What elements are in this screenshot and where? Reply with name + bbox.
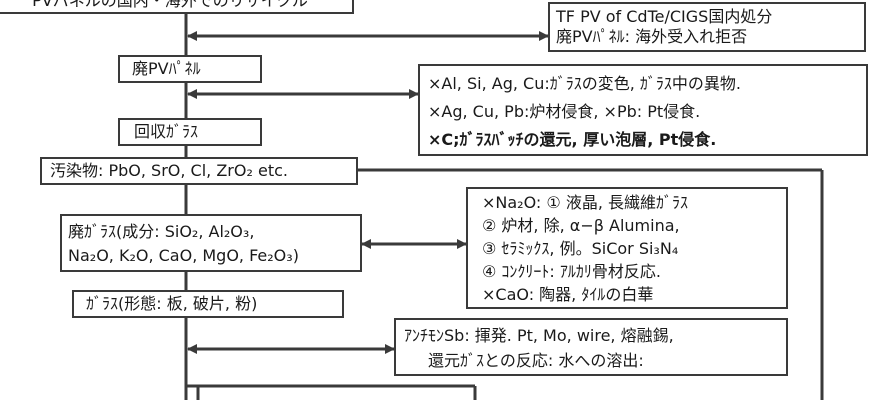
tfpv-box: TF PV of CdTe/CIGS国内処分 廃PVﾊﾟﾈﾙ: 海外受入れ拒否: [548, 2, 866, 52]
impurity-line1: ×Al, Si, Ag, Cu:ｶﾞﾗｽの変色, ｶﾞﾗｽ中の異物.: [428, 74, 741, 93]
na2o-box: ×Na₂O: ① 液晶, 長繊維ｶﾞﾗｽ ② 炉材, 除, α−β Alumin…: [466, 187, 788, 309]
na2o-line3: ③ ｾﾗﾐｯｸｽ, 例。SiCor Si₃N₄: [482, 239, 679, 258]
impurity-line3: ×C;ｶﾞﾗｽﾊﾞｯﾁの還元, 厚い泡層, Pt侵食.: [428, 130, 717, 149]
waste-glass-box: 廃ｶﾞﾗｽ(成分: SiO₂, Al₂O₃, Na₂O, K₂O, CaO, M…: [60, 214, 362, 272]
tfpv-line2: 廃PVﾊﾟﾈﾙ: 海外受入れ拒否: [556, 27, 748, 46]
recovered-glass-text: 回収ｶﾞﾗｽ: [134, 122, 199, 141]
recovered-glass-box: 回収ｶﾞﾗｽ: [118, 118, 262, 146]
na2o-line1: ×Na₂O: ① 液晶, 長繊維ｶﾞﾗｽ: [482, 193, 688, 212]
waste-panel-text: 廃PVﾊﾟﾈﾙ: [132, 59, 201, 78]
top-title-text: PVパネルの国内・海外でのリサイクル: [32, 0, 308, 10]
impurity-line2: ×Ag, Cu, Pb:炉材侵食, ×Pb: Pt侵食.: [428, 102, 701, 121]
contaminants-text: 汚染物: PbO, SrO, Cl, ZrO₂ etc.: [50, 161, 288, 180]
impurity-box: ×Al, Si, Ag, Cu:ｶﾞﾗｽの変色, ｶﾞﾗｽ中の異物. ×Ag, …: [418, 64, 868, 156]
antimony-line2: 還元ｶﾞｽとの反応: 水への溶出:: [428, 351, 644, 370]
tfpv-line1: TF PV of CdTe/CIGS国内処分: [556, 7, 773, 26]
glass-form-box: ｶﾞﾗｽ(形態: 板, 破片, 粉): [72, 290, 344, 318]
waste-glass-line2: Na₂O, K₂O, CaO, MgO, Fe₂O₃): [68, 246, 299, 265]
waste-panel-box: 廃PVﾊﾟﾈﾙ: [118, 55, 262, 83]
top-title-box: PVパネルの国内・海外でのリサイクル: [0, 0, 354, 14]
waste-glass-line1: 廃ｶﾞﾗｽ(成分: SiO₂, Al₂O₃,: [68, 222, 255, 241]
contaminants-box: 汚染物: PbO, SrO, Cl, ZrO₂ etc.: [40, 157, 358, 185]
na2o-line5: ×CaO: 陶器, ﾀｲﾙの白華: [482, 285, 654, 304]
antimony-box: ｱﾝﾁﾓﾝSb: 揮発. Pt, Mo, wire, 熔融錫, 還元ｶﾞｽとの反…: [394, 318, 788, 376]
na2o-line4: ④ ｺﾝｸﾘｰﾄ: ｱﾙｶﾘ骨材反応.: [482, 262, 661, 281]
antimony-line1: ｱﾝﾁﾓﾝSb: 揮発. Pt, Mo, wire, 熔融錫,: [404, 326, 674, 345]
glass-form-text: ｶﾞﾗｽ(形態: 板, 破片, 粉): [86, 294, 258, 313]
na2o-line2: ② 炉材, 除, α−β Alumina,: [482, 216, 680, 235]
